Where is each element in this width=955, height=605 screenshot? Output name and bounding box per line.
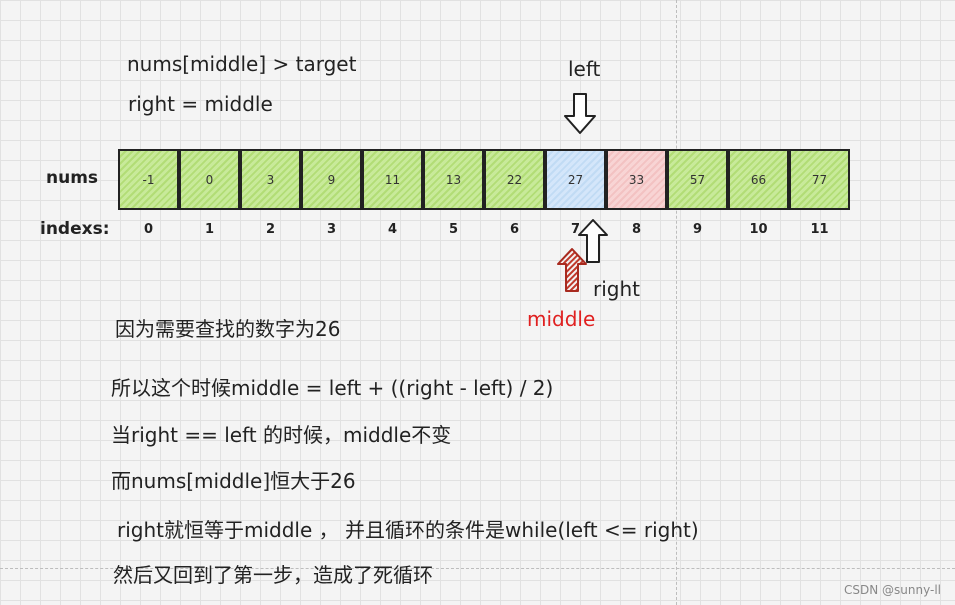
array-cell-2: 3 bbox=[240, 149, 301, 210]
explanation-line-6: 然后又回到了第一步，造成了死循环 bbox=[113, 563, 433, 587]
nums-row-label: nums bbox=[46, 168, 99, 188]
index-label-6: 6 bbox=[509, 222, 520, 237]
index-label-4: 4 bbox=[387, 222, 398, 237]
grid-dashed-vertical-line bbox=[676, 0, 677, 605]
array-cell-0: -1 bbox=[118, 149, 179, 210]
array-cell-9: 57 bbox=[667, 149, 728, 210]
array-cell-1: 0 bbox=[179, 149, 240, 210]
explanation-line-4: 而nums[middle]恒大于26 bbox=[111, 469, 356, 493]
index-label-9: 9 bbox=[692, 222, 703, 237]
index-label-10: 10 bbox=[749, 222, 768, 237]
index-label-7: 7 bbox=[570, 222, 581, 237]
middle-pointer-label: middle bbox=[527, 307, 596, 331]
array-cell-6: 22 bbox=[484, 149, 545, 210]
indexs-row-label: indexs: bbox=[40, 219, 110, 239]
array-cell-11: 77 bbox=[789, 149, 850, 210]
array-cell-7: 27 bbox=[545, 149, 606, 210]
middle-up-arrow-icon bbox=[557, 248, 587, 292]
index-label-2: 2 bbox=[265, 222, 276, 237]
left-down-arrow-icon bbox=[564, 93, 596, 134]
index-label-8: 8 bbox=[631, 222, 642, 237]
explanation-line-5: right就恒等于middle ， 并且循环的条件是while(left <= … bbox=[117, 518, 699, 542]
index-label-1: 1 bbox=[204, 222, 215, 237]
explanation-line-3: 当right == left 的时候，middle不变 bbox=[111, 423, 452, 447]
assignment-line: right = middle bbox=[128, 92, 273, 116]
index-label-11: 11 bbox=[810, 222, 829, 237]
right-up-arrow-icon bbox=[578, 219, 608, 263]
index-label-0: 0 bbox=[143, 222, 154, 237]
array-cell-8: 33 bbox=[606, 149, 667, 210]
array-cell-5: 13 bbox=[423, 149, 484, 210]
condition-line: nums[middle] > target bbox=[127, 52, 357, 76]
grid-dashed-horizontal-line bbox=[0, 568, 955, 569]
index-label-5: 5 bbox=[448, 222, 459, 237]
array-cell-3: 9 bbox=[301, 149, 362, 210]
right-pointer-label: right bbox=[593, 277, 640, 301]
csdn-watermark: CSDN @sunny-ll bbox=[844, 583, 941, 597]
left-pointer-label: left bbox=[568, 57, 601, 81]
array-cell-10: 66 bbox=[728, 149, 789, 210]
index-label-3: 3 bbox=[326, 222, 337, 237]
explanation-line-1: 因为需要查找的数字为26 bbox=[115, 317, 341, 341]
array-cell-4: 11 bbox=[362, 149, 423, 210]
explanation-line-2: 所以这个时候middle = left + ((right - left) / … bbox=[111, 376, 554, 400]
